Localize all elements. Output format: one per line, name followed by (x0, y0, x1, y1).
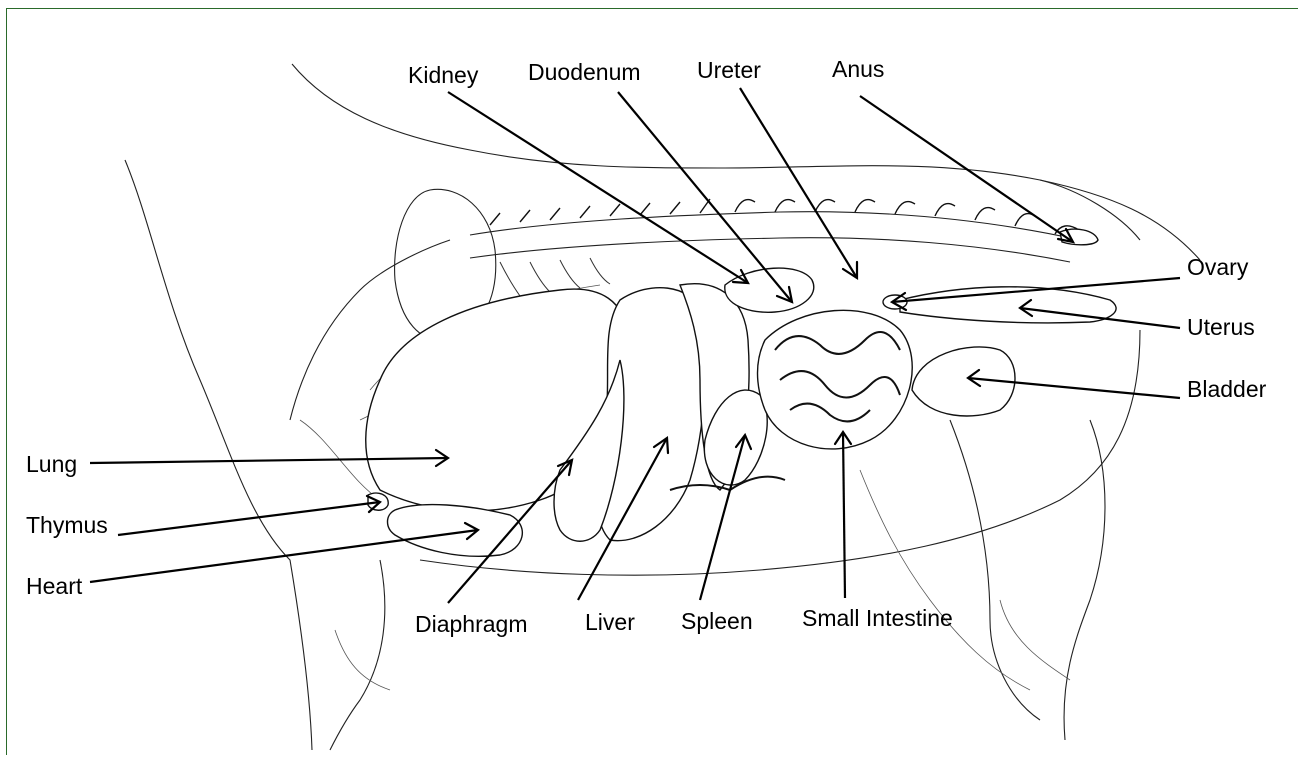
ureter-arrow (740, 88, 857, 278)
small-intestine-arrow (843, 432, 845, 598)
label-ureter: Ureter (697, 57, 761, 83)
duodenum-arrow (618, 92, 792, 302)
heart-arrow (90, 530, 478, 582)
label-kidney: Kidney (408, 62, 479, 88)
label-anus: Anus (832, 56, 884, 82)
anus-arrow (860, 96, 1073, 242)
label-uterus: Uterus (1187, 314, 1255, 340)
kidney-arrow (448, 92, 748, 283)
label-diaphragm: Diaphragm (415, 611, 528, 637)
label-bladder: Bladder (1187, 376, 1267, 402)
label-duodenum: Duodenum (528, 59, 641, 85)
label-heart: Heart (26, 573, 83, 599)
label-thymus: Thymus (26, 512, 108, 538)
heart-shape (388, 505, 523, 557)
label-liver: Liver (585, 609, 635, 635)
label-spleen: Spleen (681, 608, 753, 634)
thymus-arrow (118, 502, 380, 535)
label-small-intestine: Small Intestine (802, 605, 953, 631)
label-lung: Lung (26, 451, 77, 477)
label-ovary: Ovary (1187, 254, 1249, 280)
